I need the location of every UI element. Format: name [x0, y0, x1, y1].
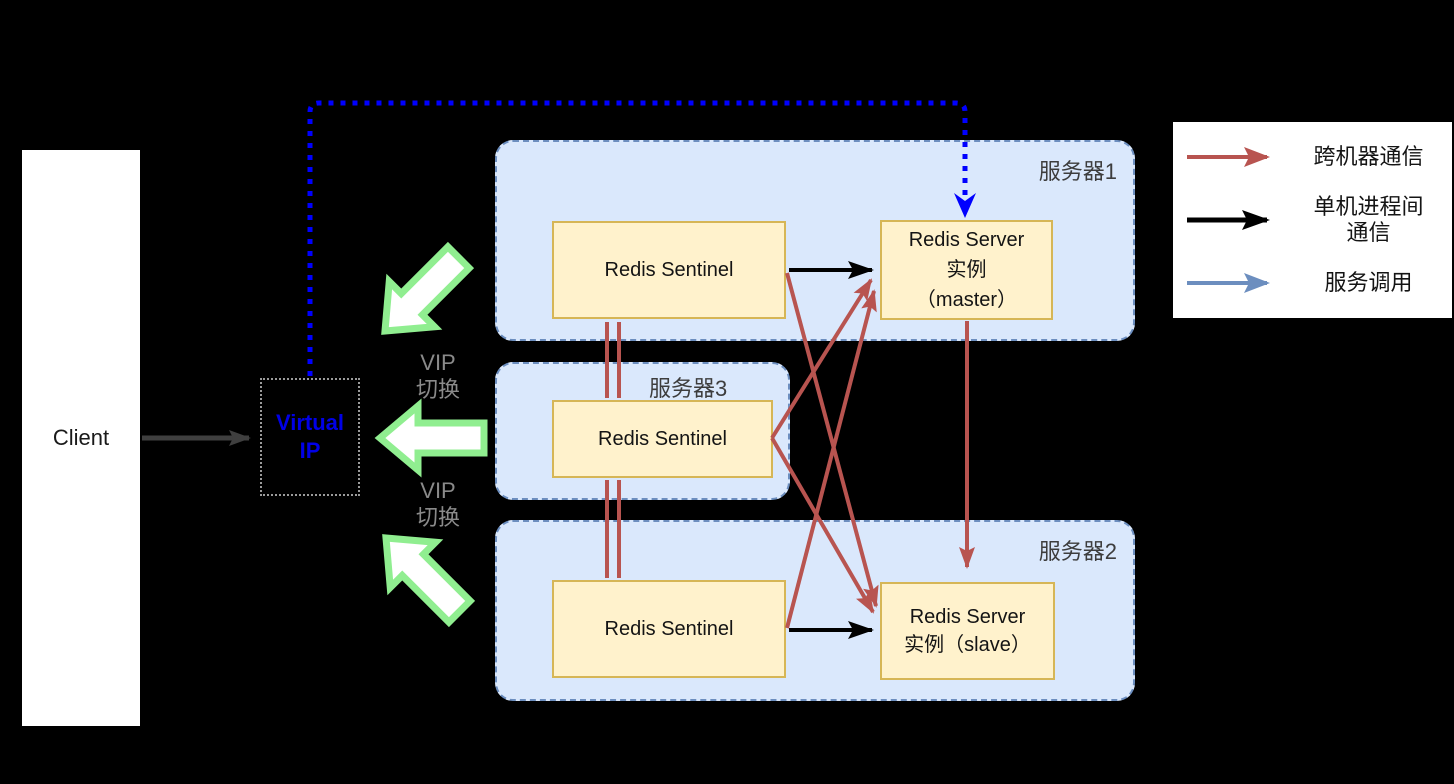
legend-label-service-call: 服务调用	[1324, 269, 1413, 295]
virtual-ip-label: Virtual IP	[275, 410, 345, 463]
legend-label-local-process: 单机进程间 通信	[1313, 194, 1424, 245]
legend-box: 跨机器通信 单机进程间 通信 服	[1173, 122, 1452, 318]
vip-switch-arrow-middle	[374, 398, 488, 478]
vip-switch-label-lower: VIP 切换	[415, 478, 460, 530]
legend-item-local-process: 单机进程间 通信	[1183, 185, 1442, 255]
vip-switch-label-upper: VIP 切换	[415, 350, 460, 402]
legend-item-service-call: 服务调用	[1183, 255, 1442, 310]
vip-switch-arrow-top	[381, 241, 475, 335]
local-process-arrow-icon	[1187, 210, 1270, 230]
master-node: Redis Server 实例 （master）	[880, 220, 1053, 320]
cross-machine-arrow-icon	[1187, 147, 1270, 168]
server1-sentinel-node: Redis Sentinel	[552, 221, 786, 319]
server2-label: 服务器2	[1038, 539, 1117, 564]
slave-node: Redis Server 实例（slave）	[880, 582, 1055, 680]
server1-label: 服务器1	[1038, 159, 1117, 184]
legend-item-cross-machine: 跨机器通信	[1183, 130, 1442, 185]
client-label: Client	[52, 425, 110, 450]
server3-sentinel-node: Redis Sentinel	[552, 400, 773, 478]
server2-sentinel-node: Redis Sentinel	[552, 580, 786, 678]
virtual-ip-box: Virtual IP	[260, 378, 360, 496]
service-call-arrow-icon	[1187, 272, 1270, 293]
server3-label: 服务器3	[649, 376, 728, 401]
vip-switch-arrow-bottom	[382, 534, 476, 628]
client-box: Client	[22, 150, 140, 726]
legend-label-cross-machine: 跨机器通信	[1313, 144, 1424, 170]
